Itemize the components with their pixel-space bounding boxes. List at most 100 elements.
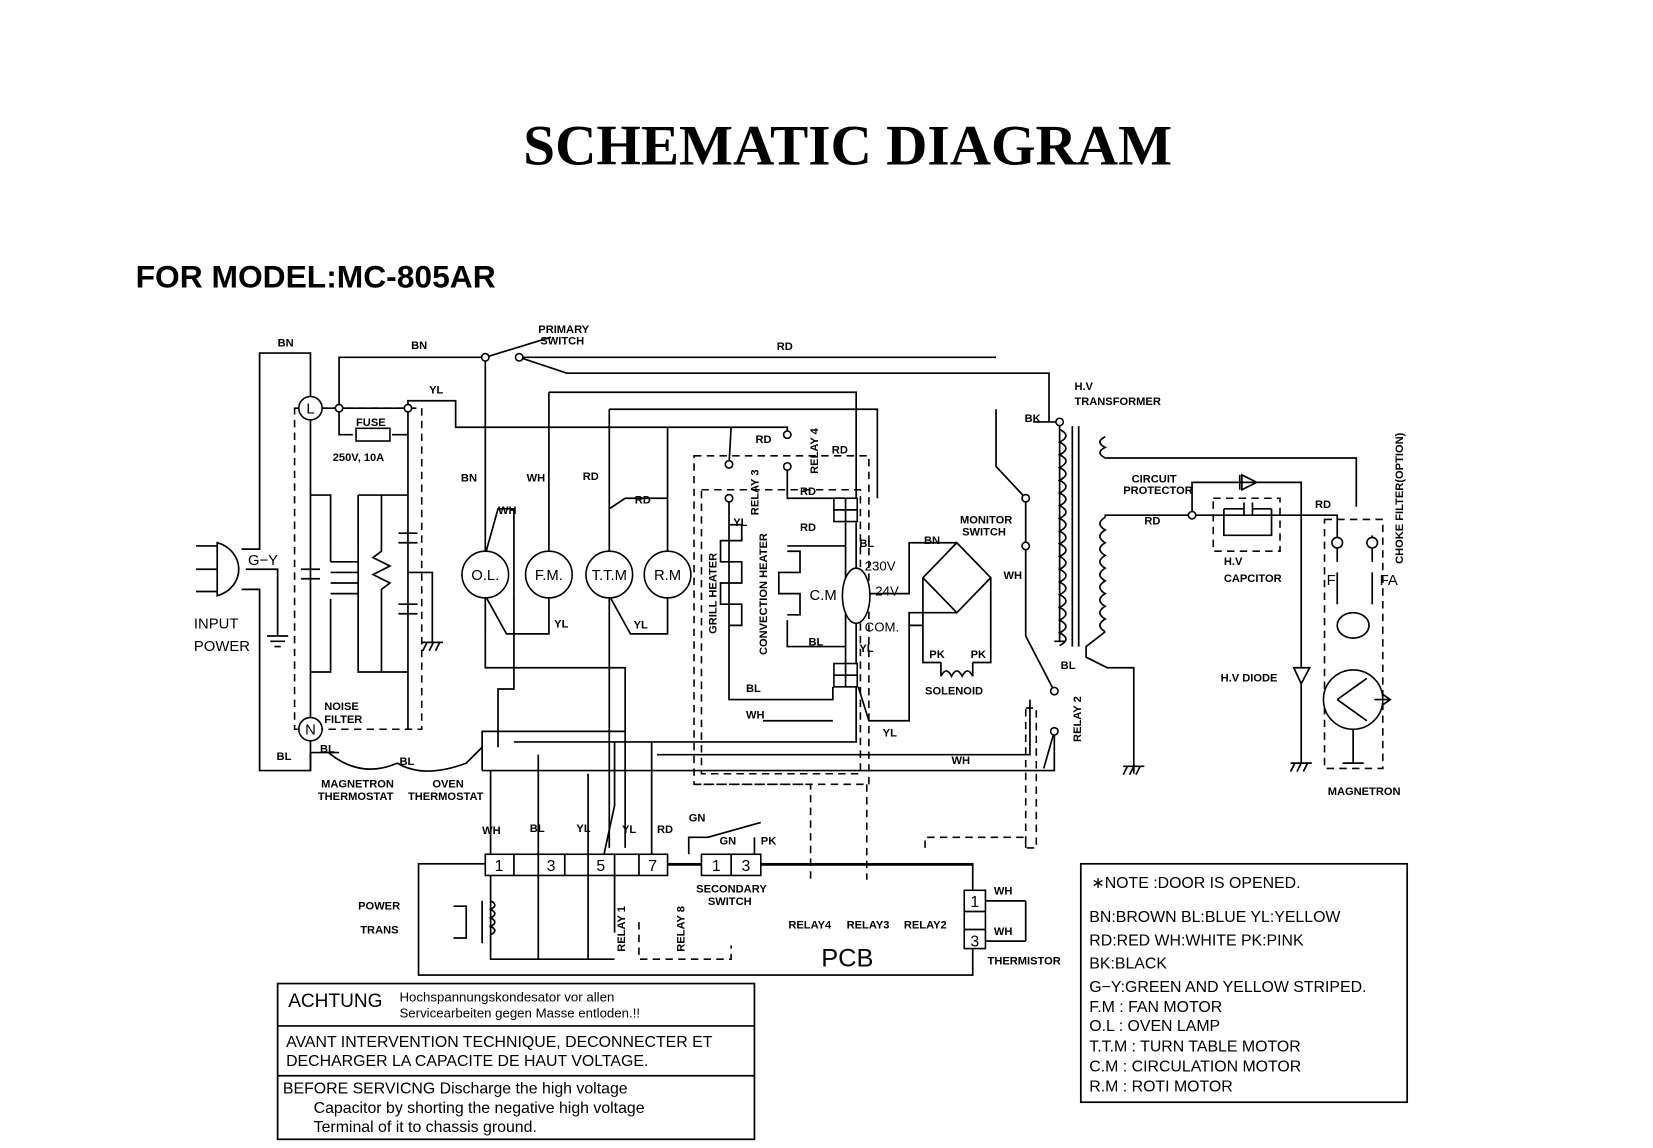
secondary-terminal: 3 xyxy=(742,858,751,875)
wire-label: PK xyxy=(761,836,776,848)
wire-label: BL xyxy=(859,538,874,550)
wire-label: BL xyxy=(808,637,823,649)
fuse-label: FUSE xyxy=(356,417,386,429)
achtung-text: Hochspannungskondesator vor allen xyxy=(399,990,614,1005)
wire-label: PK xyxy=(929,649,944,661)
wire-label: BL xyxy=(277,751,292,763)
legend-line: O.L : OVEN LAMP xyxy=(1089,1018,1220,1035)
hv-diode-label: H.V DIODE xyxy=(1221,673,1278,685)
thermistor-terminal: 1 xyxy=(970,894,979,911)
turntable-motor-label: T.T.M xyxy=(592,568,627,584)
choke-filter-label: CHOKE FILTER(OPTION) xyxy=(1394,432,1406,564)
pcb-relay-label: RELAY2 xyxy=(904,919,947,931)
fuse-rating: 250V, 10A xyxy=(333,452,384,464)
magnetron-thermostat-label: THERMOSTAT xyxy=(318,791,394,803)
wire-label: RD xyxy=(657,824,673,836)
english-warning: BEFORE SERVICNG Discharge the high volta… xyxy=(283,1081,628,1098)
wire-label: YL xyxy=(634,620,648,632)
wire-label: BN xyxy=(461,472,477,484)
wire-label: YL xyxy=(622,824,636,836)
wire-label: RD xyxy=(756,434,772,446)
english-warning: Terminal of it to chassis ground. xyxy=(314,1119,537,1136)
wire-label: YL xyxy=(733,517,747,529)
secondary-switch-label: SECONDARY xyxy=(696,883,767,895)
convection-heater-label: CONVECTION HEATER xyxy=(758,533,770,655)
pcb-relay-label: RELAY4 xyxy=(788,919,832,931)
fan-motor-label: F.M. xyxy=(535,568,563,584)
achtung-text: Servicearbeiten gegen Masse entloden.!! xyxy=(399,1005,640,1020)
wire-label: RD xyxy=(800,486,816,498)
primary-switch-label: SWITCH xyxy=(540,336,584,348)
legend-line: T.T.M : TURN TABLE MOTOR xyxy=(1089,1038,1300,1055)
achtung-heading: ACHTUNG xyxy=(288,991,382,1012)
relay1-label: RELAY 1 xyxy=(616,906,628,952)
wire-label: YL xyxy=(576,823,590,835)
monitor-switch-label: SWITCH xyxy=(962,526,1006,538)
legend-note-box: ∗NOTE :DOOR IS OPENED. BN:BROWN BL:BLUE … xyxy=(1079,862,1409,1104)
legend-line: F.M : FAN MOTOR xyxy=(1089,999,1222,1016)
noise-filter-label: FILTER xyxy=(324,714,362,726)
pcb-label: PCB xyxy=(821,945,873,973)
wire-label: WH xyxy=(952,755,971,767)
wire-label: BN xyxy=(924,535,940,547)
wire-label: YL xyxy=(883,728,897,740)
fa-label: FA xyxy=(1380,573,1398,589)
input-power-label: INPUT xyxy=(194,617,239,633)
relay4-label: RELAY 4 xyxy=(809,427,821,474)
24v-label: 24V xyxy=(875,584,899,599)
hv-transformer-label: TRANSFORMER xyxy=(1074,396,1160,408)
wire-label: RD xyxy=(1144,516,1160,528)
wire-label: YL xyxy=(429,384,443,396)
wire-label: RD xyxy=(832,445,848,457)
relay2-label: RELAY 2 xyxy=(1072,696,1084,742)
legend-line: R.M : ROTI MOTOR xyxy=(1089,1079,1232,1096)
oven-thermostat-label: OVEN xyxy=(432,779,463,791)
pcb-relay-label: RELAY3 xyxy=(847,919,890,931)
legend-line: BN:BROWN BL:BLUE YL:YELLOW xyxy=(1089,909,1340,926)
wire-label: BK xyxy=(1025,413,1041,425)
wire-color-labels: BN BN RD YL BN WH RD RD WH YL YL RD RD R… xyxy=(277,338,1331,938)
circuit-protector-label: CIRCUIT xyxy=(1132,473,1177,485)
terminals xyxy=(298,352,1197,742)
secondary-terminal: 1 xyxy=(712,858,721,875)
wire-label: RD xyxy=(777,341,793,353)
noise-filter-label: NOISE xyxy=(324,701,359,713)
wire-label: WH xyxy=(498,505,517,517)
wire-label: BN xyxy=(411,340,427,352)
oven-thermostat-label: THERMOSTAT xyxy=(408,791,484,803)
connector-terminal: 7 xyxy=(648,858,657,875)
legend-line: C.M : CIRCULATION MOTOR xyxy=(1089,1058,1301,1075)
relay8-label: RELAY 8 xyxy=(676,906,688,952)
oven-lamp-label: O.L. xyxy=(471,568,499,584)
wire-label: RD xyxy=(1315,499,1331,511)
magnetron-label: MAGNETRON xyxy=(1328,786,1401,798)
wire-label: GN xyxy=(689,812,706,824)
wire-label: BL xyxy=(1061,660,1076,672)
grill-heater-label: GRILL HEATER xyxy=(707,553,719,634)
n-terminal-label: N xyxy=(305,723,316,739)
french-warning: DECHARGER LA CAPACITE DE HAUT VOLTAGE. xyxy=(286,1053,648,1070)
l-terminal-label: L xyxy=(306,401,314,417)
wire-label: WH xyxy=(994,886,1013,898)
hv-capacitor-label: CAPCITOR xyxy=(1224,573,1282,585)
diagram-title: SCHEMATIC DIAGRAM xyxy=(523,114,1172,177)
connector-terminal: 5 xyxy=(596,858,605,875)
note-header: ∗NOTE :DOOR IS OPENED. xyxy=(1091,875,1300,892)
power-trans-label: TRANS xyxy=(360,925,398,937)
wire-label: WH xyxy=(746,710,765,722)
wire-label: WH xyxy=(482,825,501,837)
component-labels: PRIMARY SWITCH FUSE 250V, 10A NOISE FILT… xyxy=(194,324,1406,973)
wire-label: RD xyxy=(583,471,599,483)
model-label: FOR MODEL:MC-805AR xyxy=(136,258,496,294)
power-trans-label: POWER xyxy=(358,900,400,912)
relay3-label: RELAY 3 xyxy=(750,469,762,515)
connector-terminal: 3 xyxy=(547,858,556,875)
230v-label: 230V xyxy=(865,558,896,573)
hv-transformer-label: H.V xyxy=(1074,381,1093,393)
legend-line: BK:BLACK xyxy=(1089,956,1167,973)
thermistor-terminal: 3 xyxy=(970,933,979,950)
roti-motor-label: R.M xyxy=(654,568,681,584)
f-label: F xyxy=(1327,573,1336,589)
secondary-switch-label: SWITCH xyxy=(708,896,752,908)
